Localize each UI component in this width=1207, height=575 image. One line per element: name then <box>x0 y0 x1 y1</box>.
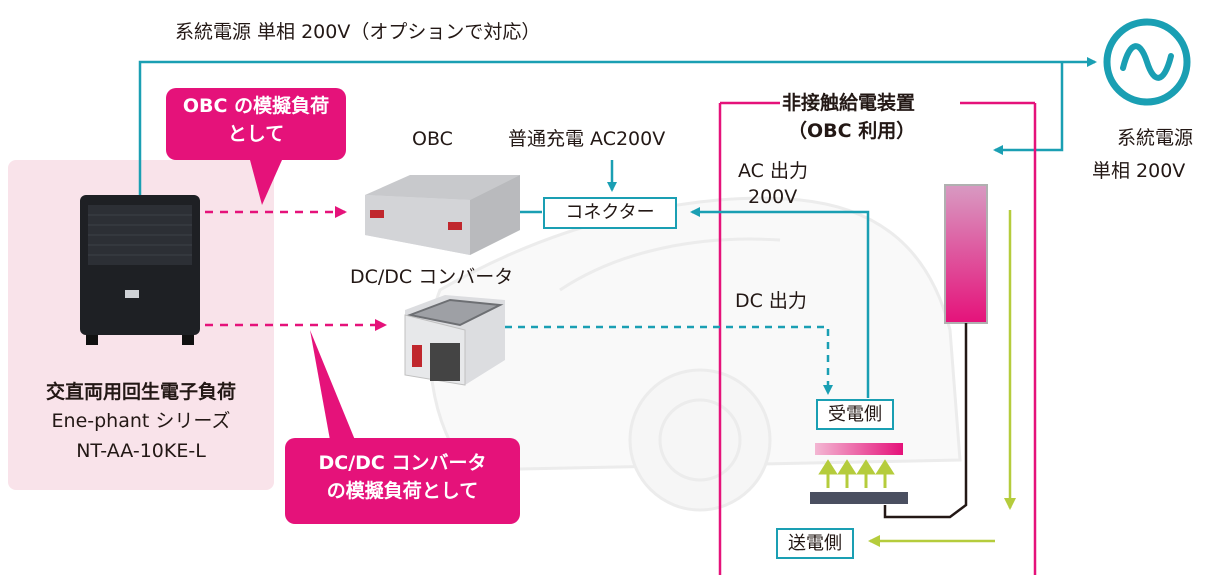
callout-dcdc-tail <box>310 330 355 440</box>
ac-source-icon <box>1103 18 1191 106</box>
callout-obc-line1: OBC の模擬負荷 <box>182 95 330 117</box>
ac-output-label-1: AC 出力 <box>738 160 808 182</box>
callout-obc-tail <box>250 160 282 205</box>
grid-source-label-2: 単相 200V <box>1092 160 1186 182</box>
dcdc-label: DC/DC コンバータ <box>350 266 514 288</box>
grid-source-label-1: 系統電源 <box>1116 127 1193 149</box>
dc-output-line <box>505 325 833 395</box>
coil-cable <box>883 323 968 519</box>
wpt-subtitle: （OBC 利用） <box>788 120 916 142</box>
receiver-pad <box>815 443 903 455</box>
load-description: 交直両用回生電子負荷 Ene-phant シリーズ NT-AA-10KE-L <box>8 377 274 466</box>
power-transfer-arrows <box>818 459 895 488</box>
dc-output-label: DC 出力 <box>735 290 807 312</box>
wpt-frame <box>718 101 1037 575</box>
callout-dcdc-line2: の模擬負荷として <box>326 479 479 502</box>
transmitter-side-box: 送電側 <box>776 528 854 559</box>
normal-charge-label: 普通充電 AC200V <box>508 128 666 150</box>
load-model: NT-AA-10KE-L <box>76 439 206 462</box>
grid-supply-label: 系統電源 単相 200V（オプションで対応） <box>175 21 541 43</box>
callout-dcdc: DC/DC コンバータ の模擬負荷として <box>285 438 520 524</box>
load-series: Ene-phant シリーズ <box>51 410 231 433</box>
grid-to-wpt-line <box>993 62 1064 155</box>
load-name: 交直両用回生電子負荷 <box>45 381 236 403</box>
wpt-title: 非接触給電装置 <box>780 92 918 116</box>
transmitter-pad <box>810 492 908 504</box>
connector-box: コネクター <box>543 197 677 229</box>
callout-obc: OBC の模擬負荷 として <box>166 88 346 160</box>
callout-dcdc-line1: DC/DC コンバータ <box>318 452 487 474</box>
ac-output-line <box>690 207 870 398</box>
electronic-load-cabinet <box>80 195 200 345</box>
callout-obc-line2: として <box>227 122 285 145</box>
grid-line-top <box>138 57 1097 195</box>
obc-label: OBC <box>412 128 453 150</box>
obc-unit <box>365 175 520 255</box>
receiver-side-box: 受電側 <box>816 399 894 430</box>
transmitter-coil <box>944 184 988 324</box>
dcdc-converter <box>404 295 505 386</box>
ac-output-label-2: 200V <box>748 186 798 208</box>
